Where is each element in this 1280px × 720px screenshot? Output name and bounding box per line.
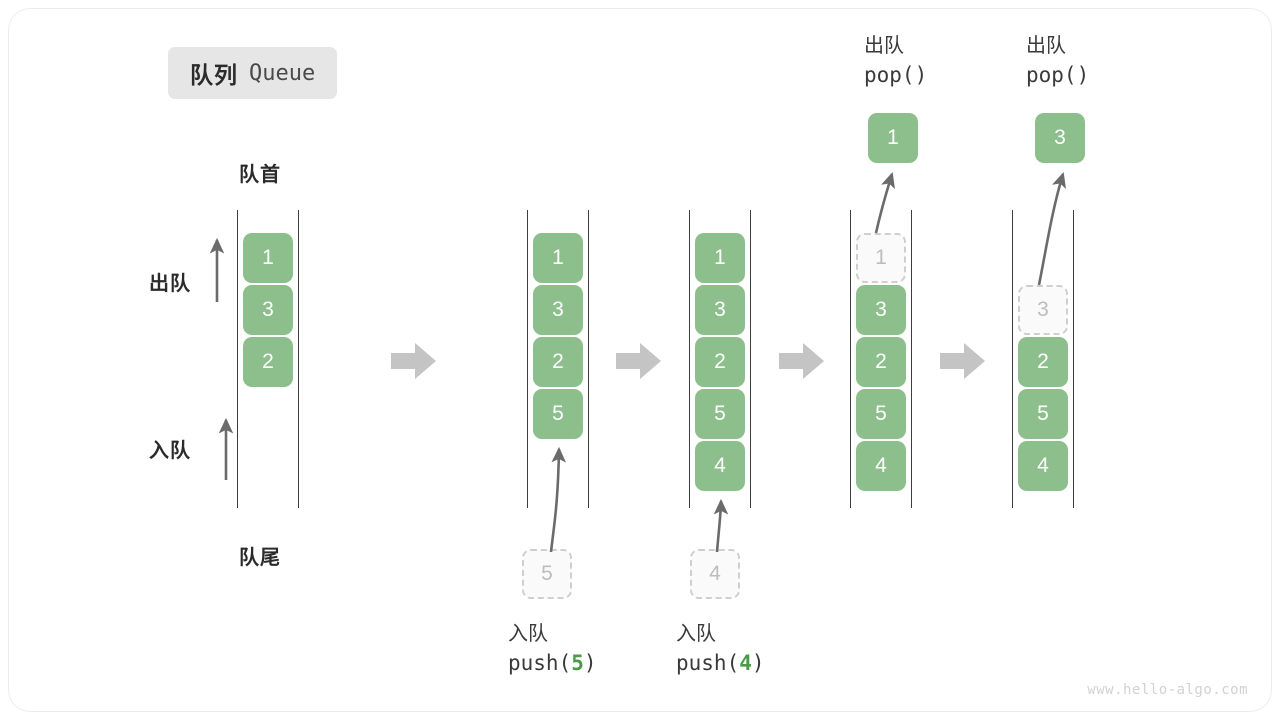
caption-code-prefix: pop( <box>1026 62 1077 87</box>
queue-cell: 1 <box>243 233 293 283</box>
queue-cell: 2 <box>856 337 906 387</box>
caption-pop-1: 出队 pop() <box>864 33 927 90</box>
caption-pop-3: 出队 pop() <box>1026 33 1089 90</box>
popped-element-3: 3 <box>1035 113 1085 163</box>
dequeue-side-label: 出队 <box>149 273 191 295</box>
rail-right <box>1073 210 1074 508</box>
step-arrow-icon <box>940 340 986 382</box>
step-arrow-icon <box>779 340 825 382</box>
caption-code: pop() <box>864 61 927 90</box>
step-arrow-icon <box>391 340 437 382</box>
queue-cell: 3 <box>533 285 583 335</box>
rail-left <box>527 210 528 508</box>
queue-cell-ghost: 1 <box>856 233 906 283</box>
queue-slots-pop-1: 1 3 2 5 4 <box>856 233 906 493</box>
rail-left <box>689 210 690 508</box>
watermark: www.hello-algo.com <box>1087 682 1248 698</box>
rail-right <box>298 210 299 508</box>
queue-cell: 2 <box>695 337 745 387</box>
rail-right <box>750 210 751 508</box>
queue-cell: 2 <box>243 337 293 387</box>
queue-cell-ghost: 3 <box>1018 285 1068 335</box>
pending-push-element-4: 4 <box>690 549 740 599</box>
title-cn: 队列 <box>190 62 238 88</box>
rail-left <box>850 210 851 508</box>
queue-cell: 2 <box>1018 337 1068 387</box>
caption-code-prefix: pop( <box>864 62 915 87</box>
caption-code-prefix: push( <box>676 650 740 675</box>
queue-cell: 5 <box>1018 389 1068 439</box>
queue-cell: 3 <box>243 285 293 335</box>
queue-slots-push-5: 1 3 2 5 <box>533 233 583 441</box>
caption-push-5: 入队 push(5) <box>508 621 597 678</box>
queue-cell: 4 <box>856 441 906 491</box>
caption-cn: 出队 <box>864 35 904 57</box>
queue-cell: 4 <box>695 441 745 491</box>
rail-right <box>588 210 589 508</box>
title-badge: 队列 Queue <box>168 47 338 99</box>
rail-right <box>911 210 912 508</box>
caption-cn: 入队 <box>508 623 548 645</box>
queue-cell: 5 <box>533 389 583 439</box>
caption-code-num: 5 <box>571 650 584 675</box>
caption-code: push(5) <box>508 649 597 678</box>
caption-code: pop() <box>1026 61 1089 90</box>
caption-code-num: 4 <box>739 650 752 675</box>
caption-code-prefix: push( <box>508 650 572 675</box>
tail-label: 队尾 <box>239 547 281 569</box>
queue-cell: 5 <box>856 389 906 439</box>
queue-slots-pop-3: 3 2 5 4 <box>1018 233 1068 493</box>
enqueue-side-label: 入队 <box>149 440 191 462</box>
rail-left <box>237 210 238 508</box>
queue-slots-initial: 1 3 2 <box>243 233 293 389</box>
popped-element-1: 1 <box>868 113 918 163</box>
queue-cell: 5 <box>695 389 745 439</box>
rail-left <box>1012 210 1013 508</box>
caption-code-suffix: ) <box>914 62 928 87</box>
head-label: 队首 <box>239 164 281 186</box>
caption-code-suffix: ) <box>751 650 765 675</box>
queue-cell: 3 <box>695 285 745 335</box>
caption-code-suffix: ) <box>1076 62 1090 87</box>
queue-slots-push-4: 1 3 2 5 4 <box>695 233 745 493</box>
caption-code: push(4) <box>676 649 765 678</box>
queue-cell-empty <box>1018 233 1068 283</box>
pending-push-element-5: 5 <box>522 549 572 599</box>
title-en: Queue <box>249 60 316 86</box>
step-arrow-icon <box>616 340 662 382</box>
queue-cell: 4 <box>1018 441 1068 491</box>
caption-code-suffix: ) <box>583 650 597 675</box>
caption-cn: 出队 <box>1026 35 1066 57</box>
caption-push-4: 入队 push(4) <box>676 621 765 678</box>
queue-cell: 3 <box>856 285 906 335</box>
queue-cell: 1 <box>533 233 583 283</box>
caption-cn: 入队 <box>676 623 716 645</box>
queue-cell: 2 <box>533 337 583 387</box>
queue-cell: 1 <box>695 233 745 283</box>
